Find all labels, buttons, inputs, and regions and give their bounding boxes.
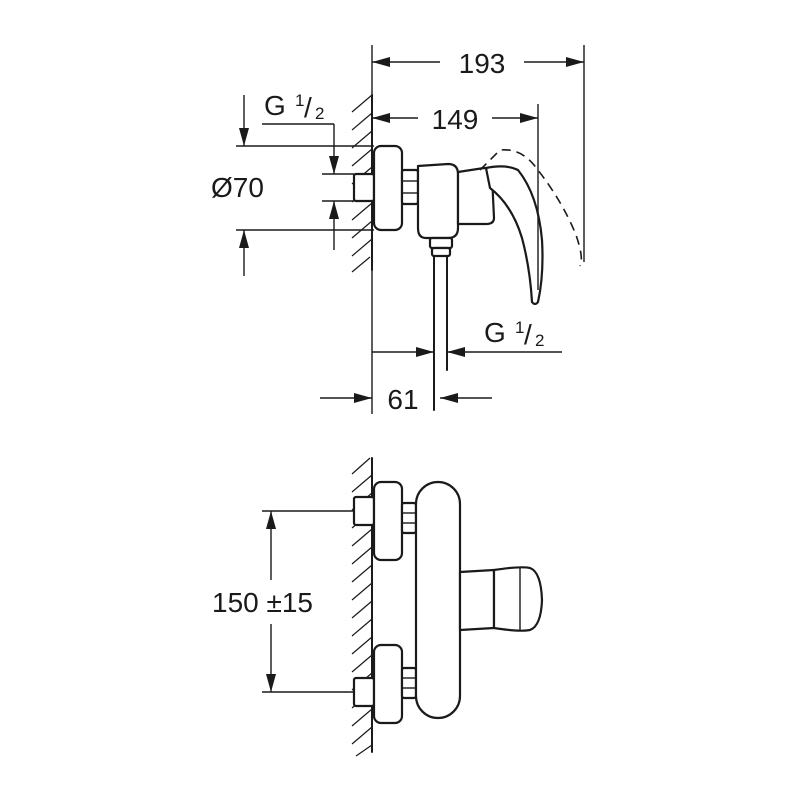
dimension-150: 150 ±15 [212, 510, 354, 693]
wall-union-lower [352, 676, 376, 708]
dimension-149: 149 [372, 104, 539, 290]
hex-nut-upper [400, 501, 418, 535]
hex-nut-lower [400, 666, 418, 700]
wall-union-top [352, 172, 376, 203]
dimension-193: 193 [371, 45, 585, 262]
rosette-top [372, 144, 404, 232]
thread-inlet-label: G 1 / 2 [262, 90, 354, 250]
lever-alt-position [479, 148, 583, 267]
shower-hose [433, 255, 448, 411]
dimension-diameter-70: Ø70 [211, 95, 374, 276]
thread-outlet-letter: G [484, 317, 506, 348]
mixer-body-front [414, 480, 462, 720]
thread-inlet-numerator: 1 [295, 91, 304, 110]
dimension-61-label: 61 [387, 384, 418, 415]
thread-outlet-slash: / [524, 319, 532, 350]
outlet-nozzle [428, 236, 454, 258]
dimension-193-label: 193 [459, 48, 506, 79]
rosette-lower [372, 643, 404, 725]
hex-nut-top [400, 168, 420, 206]
thread-outlet-denominator: 2 [535, 331, 544, 350]
dimension-diameter-70-label: Ø70 [211, 172, 264, 203]
thread-inlet-slash: / [304, 92, 312, 123]
thread-inlet-denominator: 2 [315, 104, 324, 123]
thread-outlet-numerator: 1 [515, 318, 524, 337]
mixer-body-top [416, 162, 460, 240]
side-view: 193 149 G 1 / 2 [211, 45, 585, 415]
front-view: 150 ±15 [212, 457, 544, 757]
lever-handle [484, 165, 544, 306]
wall-union-upper [352, 495, 376, 527]
thread-outlet-label: G 1 / 2 [372, 317, 562, 357]
dimension-149-label: 149 [432, 104, 479, 135]
lever-front [458, 566, 544, 632]
thread-inlet-letter: G [264, 90, 286, 121]
rosette-upper [372, 480, 404, 562]
dimension-150-label: 150 ±15 [212, 587, 313, 618]
dimension-61: 61 [320, 270, 492, 415]
